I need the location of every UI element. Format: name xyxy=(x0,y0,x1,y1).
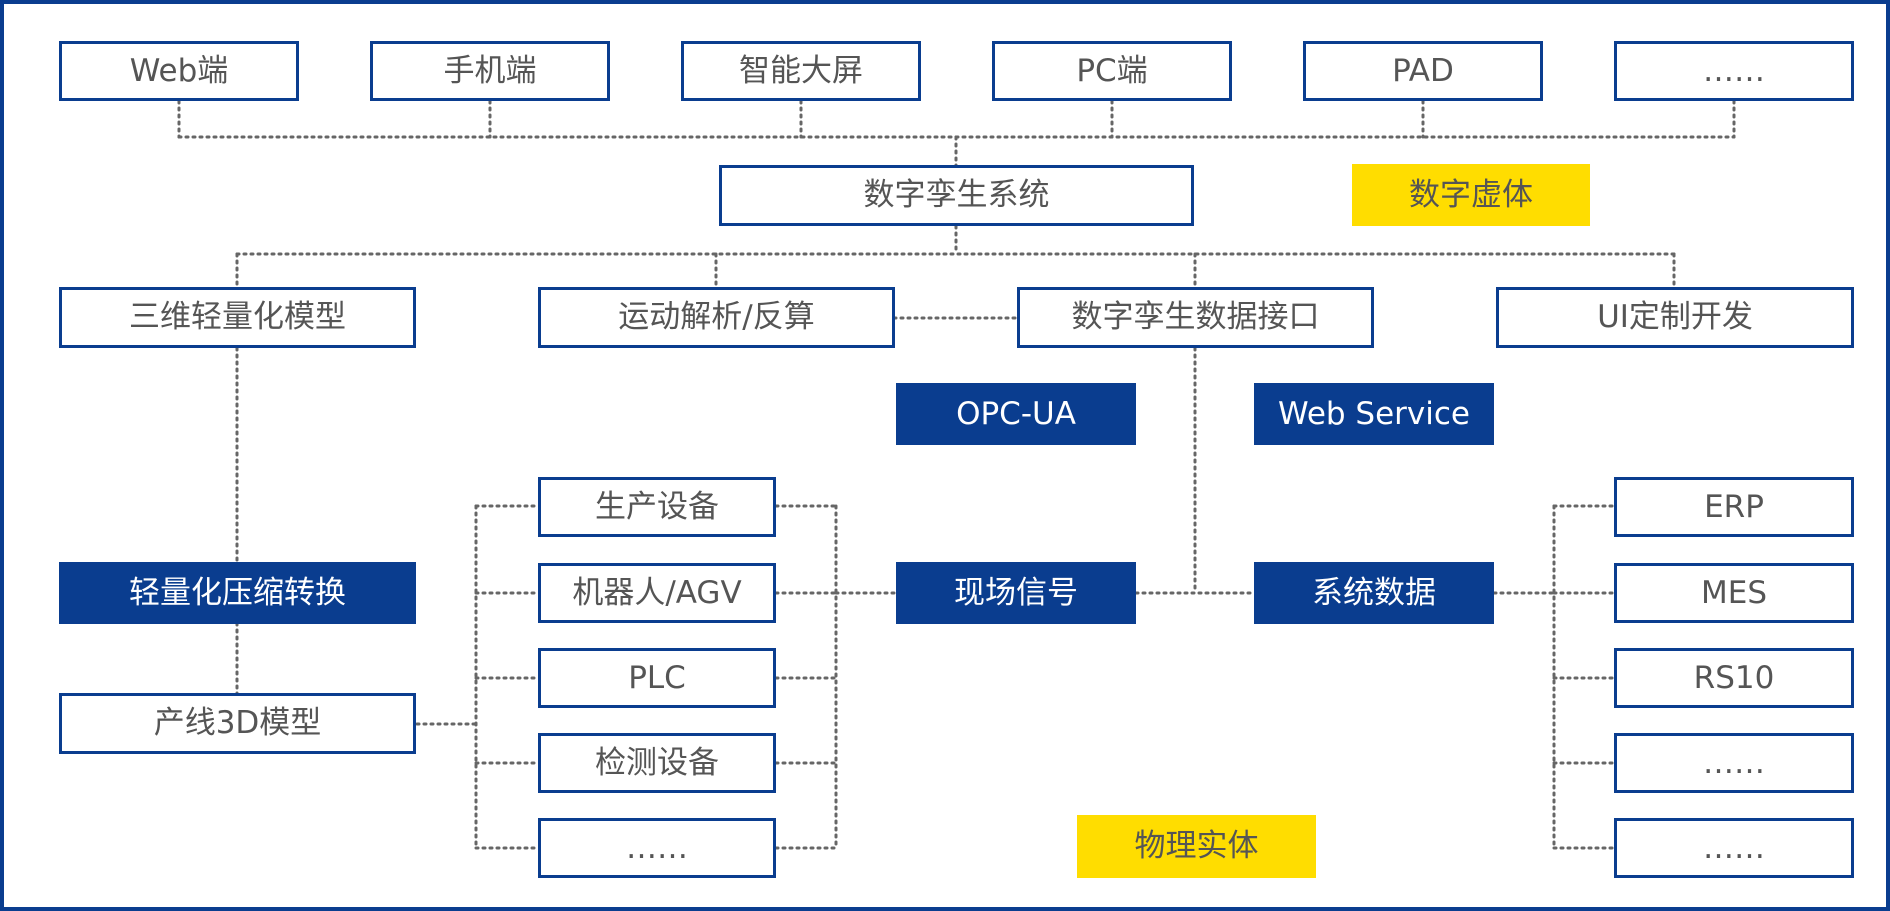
system-label: 数字孪生系统 xyxy=(863,177,1050,213)
device-box: PLC xyxy=(538,648,776,708)
system-data-box: 系统数据 xyxy=(1254,562,1494,624)
system-item-label: …… xyxy=(1703,744,1765,781)
ui-custom-dev-box: UI定制开发 xyxy=(1496,287,1854,348)
line-model-label: 产线3D模型 xyxy=(153,705,322,741)
client-web: Web端 xyxy=(59,41,299,101)
physical-entity-label: 物理实体 xyxy=(1077,815,1316,878)
virtual-entity-label: 数字虚体 xyxy=(1352,164,1590,226)
client-label: 智能大屏 xyxy=(739,52,863,89)
conversion-label: 轻量化压缩转换 xyxy=(129,574,346,611)
field-signal-box: 现场信号 xyxy=(896,562,1136,624)
device-label: PLC xyxy=(628,659,686,696)
device-label: …… xyxy=(626,829,688,866)
client-mobile: 手机端 xyxy=(370,41,610,101)
system-box: …… xyxy=(1614,818,1854,878)
client-label: …… xyxy=(1703,52,1765,89)
module-label: UI定制开发 xyxy=(1597,299,1753,335)
device-box: 检测设备 xyxy=(538,733,776,793)
system-data-label: 系统数据 xyxy=(1312,574,1436,611)
client-label: Web端 xyxy=(129,52,229,89)
system-box: …… xyxy=(1614,733,1854,793)
device-box: 生产设备 xyxy=(538,477,776,537)
lightweight-model-box: 三维轻量化模型 xyxy=(59,287,416,348)
client-big-screen: 智能大屏 xyxy=(681,41,921,101)
module-label: 数字孪生数据接口 xyxy=(1071,299,1320,335)
system-item-label: MES xyxy=(1700,574,1767,611)
dt-data-interface-box: 数字孪生数据接口 xyxy=(1017,287,1374,348)
system-box: MES xyxy=(1614,563,1854,623)
client-more: …… xyxy=(1614,41,1854,101)
device-box: 机器人/AGV xyxy=(538,563,776,623)
motion-analysis-box: 运动解析/反算 xyxy=(538,287,895,348)
system-box: RS10 xyxy=(1614,648,1854,708)
field-signal-label: 现场信号 xyxy=(954,574,1078,611)
connector-lines xyxy=(177,99,1736,850)
lightweight-conversion-box: 轻量化压缩转换 xyxy=(59,562,416,624)
system-item-label: …… xyxy=(1703,829,1765,866)
module-label: 运动解析/反算 xyxy=(618,299,815,335)
line-3d-model-box: 产线3D模型 xyxy=(59,693,416,754)
system-item-label: RS10 xyxy=(1693,659,1775,696)
webservice-box: Web Service xyxy=(1254,383,1494,445)
device-label: 机器人/AGV xyxy=(572,574,742,611)
system-item-label: ERP xyxy=(1704,488,1764,525)
module-label: 三维轻量化模型 xyxy=(129,299,346,335)
virtual-label-text: 数字虚体 xyxy=(1409,176,1533,213)
device-label: 生产设备 xyxy=(595,488,719,525)
device-box: …… xyxy=(538,818,776,878)
client-label: PAD xyxy=(1392,52,1454,89)
protocol-label: Web Service xyxy=(1277,395,1470,432)
protocol-label: OPC-UA xyxy=(956,395,1076,432)
physical-label-text: 物理实体 xyxy=(1134,828,1259,864)
client-label: PC端 xyxy=(1076,52,1148,89)
system-box: ERP xyxy=(1614,477,1854,537)
client-label: 手机端 xyxy=(443,52,537,89)
client-pc: PC端 xyxy=(992,41,1232,101)
device-label: 检测设备 xyxy=(595,744,719,781)
digital-twin-system: 数字孪生系统 xyxy=(719,165,1194,226)
opcua-box: OPC-UA xyxy=(896,383,1136,445)
client-pad: PAD xyxy=(1303,41,1543,101)
